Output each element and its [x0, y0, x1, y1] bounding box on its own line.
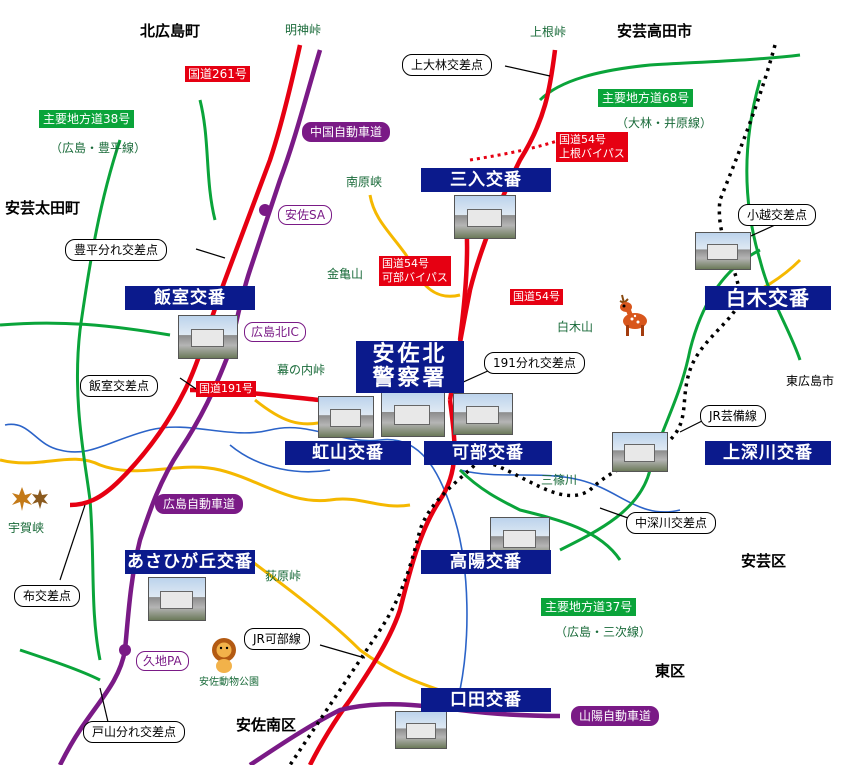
police-station-line2: 警察署 — [372, 366, 448, 391]
callout-kamiobayashi: 上大林交差点 — [402, 54, 493, 76]
label-misasa-river: 三篠川 — [541, 473, 578, 487]
kuchi-pa-marker — [119, 644, 131, 656]
photo-nijiyama — [318, 396, 374, 438]
route-191-label: 国道191号 — [196, 381, 256, 397]
route-68 — [538, 53, 801, 102]
callout-imuro: 飯室交差点 — [80, 375, 159, 397]
koban-kamifukawa[interactable]: 上深川交番 — [705, 441, 831, 465]
route-37-sub: （広島・三次線） — [555, 625, 652, 639]
route-37 — [458, 468, 622, 561]
route-54-kamine-line1: 国道54号 — [559, 133, 606, 146]
callout-toyohira-wakare: 豊平分れ交差点 — [65, 239, 168, 261]
expressway-hiroshima-label: 広島自動車道 — [155, 494, 244, 514]
place-akitakata: 安芸高田市 — [617, 22, 693, 40]
asa-sa-label: 安佐SA — [278, 205, 333, 225]
route-54-kamine-planned — [469, 138, 561, 162]
route-37-label: 主要地方道37号 — [541, 598, 637, 616]
road-yellow-west — [0, 457, 411, 508]
route-54-label: 国道54号 — [510, 289, 563, 305]
route-sw — [19, 648, 101, 682]
photo-kamifukawa — [612, 432, 668, 472]
hiroshima-kita-ic-label: 広島北IC — [244, 322, 306, 342]
route-west — [0, 321, 171, 337]
koban-asahigaoka[interactable]: あさひが丘交番 — [125, 550, 255, 574]
route-54-kabe-line1: 国道54号 — [382, 257, 429, 270]
route-54-kamine-label: 国道54号 上根バイパス — [556, 132, 628, 162]
maple-leaf-icon — [12, 487, 48, 511]
callout-nuno: 布交差点 — [14, 585, 81, 607]
route-g2 — [198, 99, 217, 221]
route-54-kabe-label: 国道54号 可部バイパス — [379, 256, 451, 286]
leader-kamiobayashi — [504, 65, 551, 77]
koban-shiraki[interactable]: 白木交番 — [705, 286, 831, 310]
place-higashihiroshima: 東広島市 — [786, 374, 835, 388]
route-54-kabe-line2: 可部バイパス — [382, 271, 448, 284]
koban-nijiyama[interactable]: 虹山交番 — [285, 441, 411, 465]
river-ota — [4, 423, 468, 691]
koban-koyo[interactable]: 高陽交番 — [421, 550, 551, 574]
route-68-south — [745, 79, 802, 361]
railway-kabe — [288, 458, 482, 765]
route-54-kamine-line2: 上根バイパス — [559, 147, 625, 160]
koban-miiri[interactable]: 三入交番 — [421, 168, 551, 192]
river-minor — [229, 444, 331, 473]
route-38-sub: （広島・豊平線） — [50, 141, 147, 155]
label-kamine-toge: 上根峠 — [530, 25, 567, 39]
label-kinkizan: 金亀山 — [327, 267, 364, 281]
photo-police-station — [381, 391, 445, 437]
photo-shiraki — [695, 232, 751, 270]
expressway-hiroshima — [57, 349, 233, 765]
leader-jrkabe — [319, 644, 366, 659]
leader-nuno — [59, 504, 86, 581]
callout-jr-kabe: JR可部線 — [244, 628, 310, 650]
leader-toyama — [99, 687, 109, 723]
route-38 — [75, 139, 122, 661]
callout-koshi: 小越交差点 — [738, 204, 817, 226]
label-shirakiyama: 白木山 — [557, 320, 594, 334]
koban-kabe[interactable]: 可部交番 — [424, 441, 552, 465]
expressway-sanyo-label: 山陽自動車道 — [571, 706, 660, 726]
lion-icon — [212, 638, 236, 673]
callout-191-wakare: 191分れ交差点 — [484, 352, 585, 374]
police-station-line1: 安佐北 — [372, 342, 448, 367]
railway-geibi — [479, 44, 777, 498]
deer-icon — [619, 294, 647, 336]
route-68-sub: （大林・井原線） — [616, 116, 713, 130]
leader-nakafukawa — [599, 507, 629, 519]
callout-toyama-wakare: 戸山分れ交差点 — [83, 721, 186, 743]
label-ugakyo: 宇賀峡 — [8, 521, 45, 535]
photo-asahigaoka — [148, 577, 206, 621]
photo-kuchita — [395, 711, 447, 749]
label-myojin-toge: 明神峠 — [285, 23, 322, 37]
koban-imuro[interactable]: 飯室交番 — [125, 286, 255, 310]
callout-nakafukawa: 中深川交差点 — [626, 512, 717, 534]
route-68-label: 主要地方道68号 — [598, 89, 694, 107]
place-akiota: 安芸太田町 — [5, 199, 81, 217]
photo-imuro — [178, 315, 238, 359]
expressway-chugoku — [227, 49, 323, 351]
place-asaminami-ku: 安佐南区 — [236, 716, 297, 734]
expressway-sanyo — [248, 701, 561, 765]
label-nanbara-kyo: 南原峡 — [346, 175, 383, 189]
photo-kabe — [453, 393, 513, 435]
label-asa-zoo: 安佐動物公園 — [199, 677, 259, 688]
route-261-label: 国道261号 — [185, 66, 250, 82]
leader-toyohira — [195, 248, 226, 259]
river-misasa — [459, 469, 681, 513]
asa-sa-marker — [259, 204, 271, 216]
police-station-label[interactable]: 安佐北 警察署 — [356, 341, 464, 393]
route-38-label: 主要地方道38号 — [39, 110, 135, 128]
place-kitahiroshima: 北広島町 — [140, 22, 201, 40]
photo-miiri — [454, 195, 516, 239]
place-aki-ku: 安芸区 — [741, 552, 787, 570]
callout-jr-geibi: JR芸備線 — [700, 405, 766, 427]
koban-kuchita[interactable]: 口田交番 — [421, 688, 551, 712]
label-makunouchi-toge: 幕の内峠 — [277, 363, 326, 377]
kuchi-pa-label: 久地PA — [136, 651, 189, 671]
label-ogihara-toge: 荻原峠 — [265, 569, 302, 583]
expressway-chugoku-label: 中国自動車道 — [302, 122, 391, 142]
place-higashi-ku: 東区 — [655, 662, 686, 680]
